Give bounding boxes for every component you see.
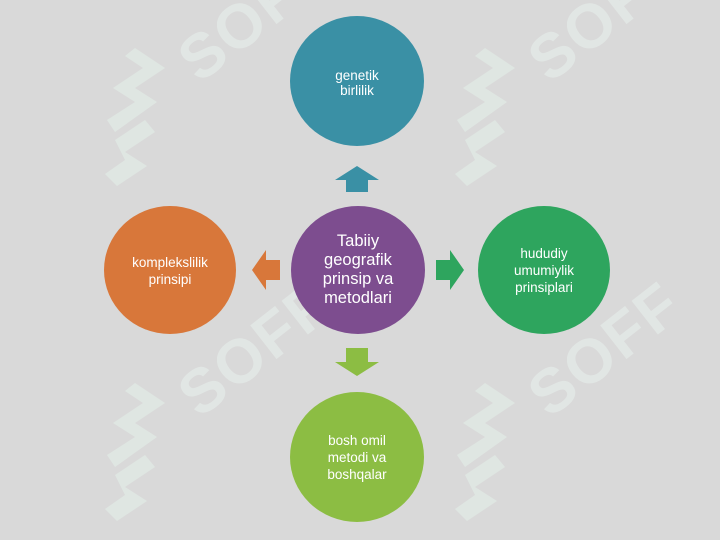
node-label: komplekslilik prinsipi — [132, 254, 208, 288]
arrow-right-icon — [436, 250, 464, 290]
node-label: bosh omil metodi va boshqalar — [327, 432, 386, 483]
watermark: SOFF — [95, 269, 345, 525]
watermark: SOFF — [445, 0, 695, 190]
watermark-logo-icon — [455, 48, 515, 186]
node-label: genetik birlilik — [335, 68, 379, 98]
center-node: Tabiiy geografik prinsip va metodlari — [291, 206, 425, 334]
node-label-line: umumiylik — [513, 262, 574, 278]
watermark-text: SOFF — [515, 0, 695, 96]
arrow-left-icon — [252, 250, 280, 290]
node-bosh-omil-metodi: bosh omil metodi va boshqalar — [290, 392, 424, 522]
center-label-line: prinsip va — [322, 270, 394, 288]
node-label-line: birlilik — [340, 83, 374, 98]
node-genetik-birlilik: genetik birlilik — [290, 16, 424, 146]
watermark-logo-icon — [105, 383, 165, 521]
watermark: SOFF — [445, 269, 695, 525]
center-label-line: Tabiiy — [336, 232, 380, 250]
arrow-down-icon — [335, 348, 379, 376]
center-label-line: metodlari — [324, 289, 392, 307]
center-label-line: geografik — [324, 251, 392, 269]
watermark: SOFF — [95, 0, 345, 190]
node-label-line: bosh omil — [328, 432, 386, 448]
node-label-line: boshqalar — [327, 466, 387, 482]
center-node-label: Tabiiy geografik prinsip va metodlari — [323, 232, 394, 308]
watermark-logo-icon — [455, 383, 515, 521]
node-komplekslilik-prinsipi: komplekslilik prinsipi — [104, 206, 236, 334]
watermark-logo-icon — [105, 48, 165, 186]
node-label-line: prinsiplari — [515, 279, 573, 295]
node-label: hududiy umumiylik prinsiplari — [514, 245, 574, 296]
arrow-up-icon — [335, 166, 379, 192]
node-label-line: komplekslilik — [132, 255, 208, 270]
node-label-line: hududiy — [520, 245, 568, 261]
node-label-line: genetik — [335, 68, 379, 83]
node-label-line: metodi va — [327, 449, 387, 465]
node-hududiy-umumiylik: hududiy umumiylik prinsiplari — [478, 206, 610, 334]
node-label-line: prinsipi — [148, 272, 192, 287]
